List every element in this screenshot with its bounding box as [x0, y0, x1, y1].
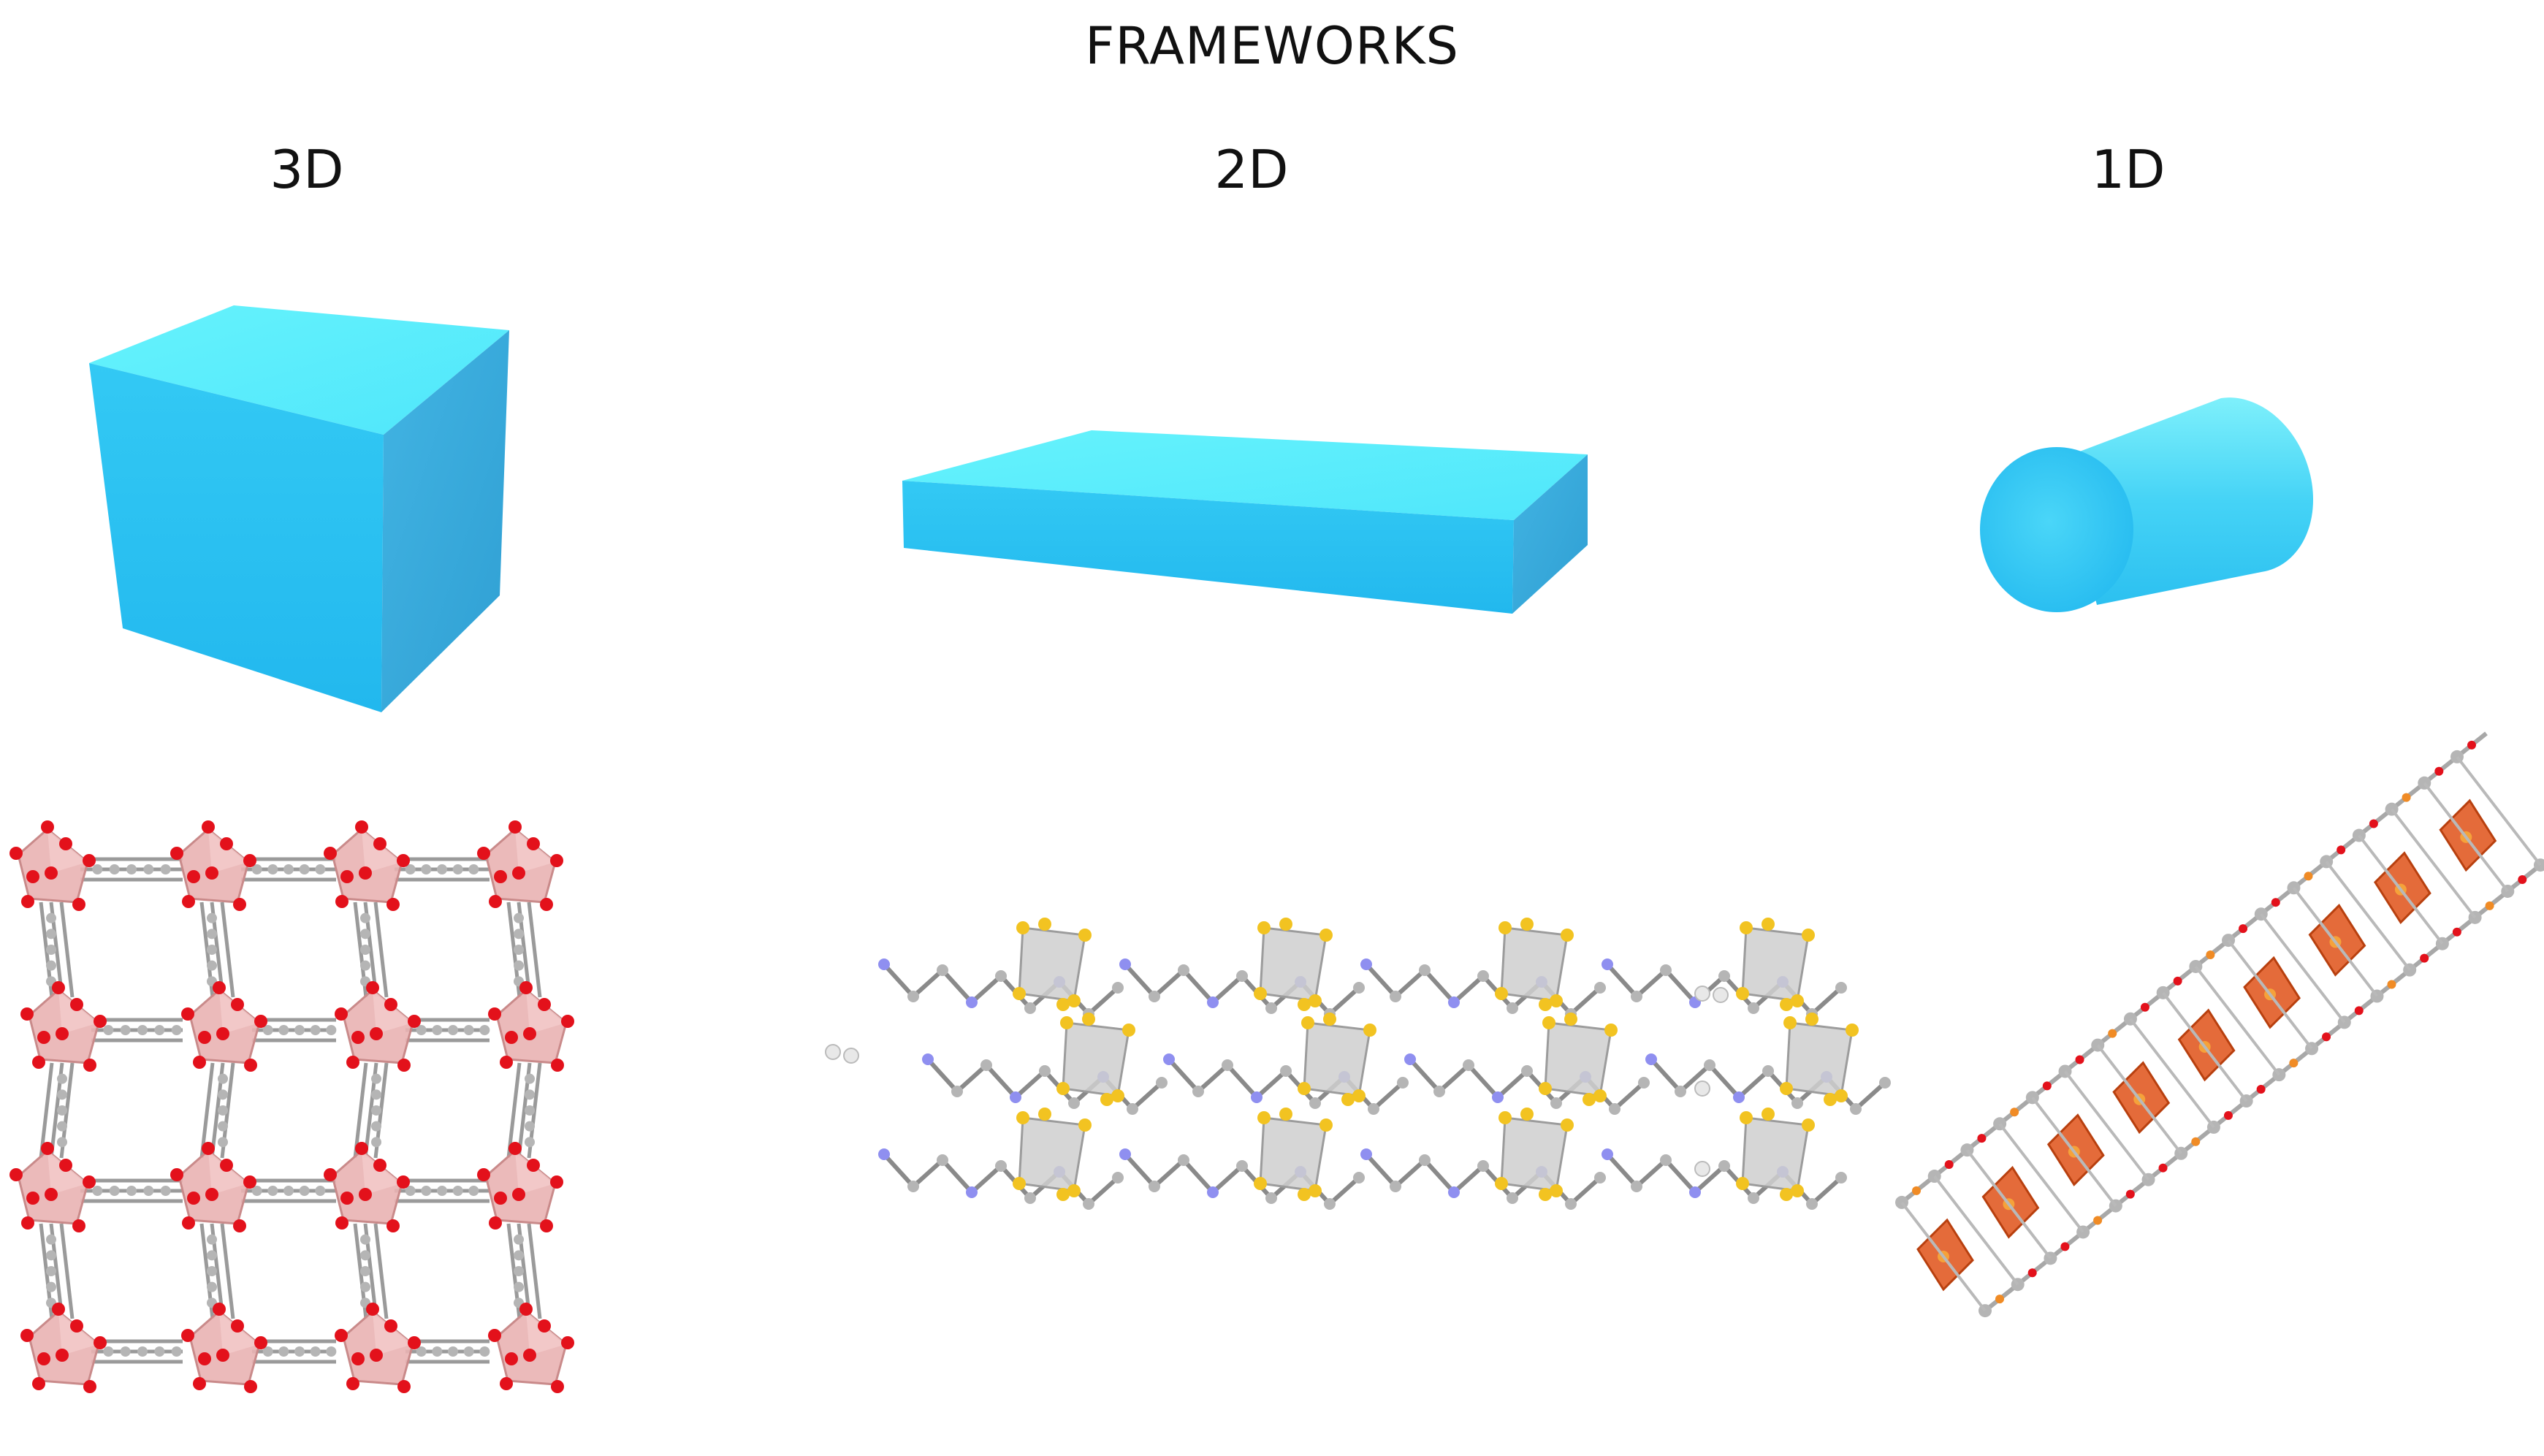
structure-2d-framework: [825, 918, 1891, 1210]
label-1d: 1D: [2091, 139, 2166, 200]
label-2d: 2D: [1214, 139, 1289, 200]
structure-1d-framework: [1895, 731, 2544, 1318]
cube-shape-3d: [89, 305, 509, 712]
figure-title: FRAMEWORKS: [1085, 16, 1459, 76]
label-3d: 3D: [270, 139, 344, 200]
structure-3d-framework: [9, 820, 574, 1393]
cylinder-shape-1d: [1980, 397, 2314, 612]
slab-shape-2d: [902, 430, 1588, 614]
